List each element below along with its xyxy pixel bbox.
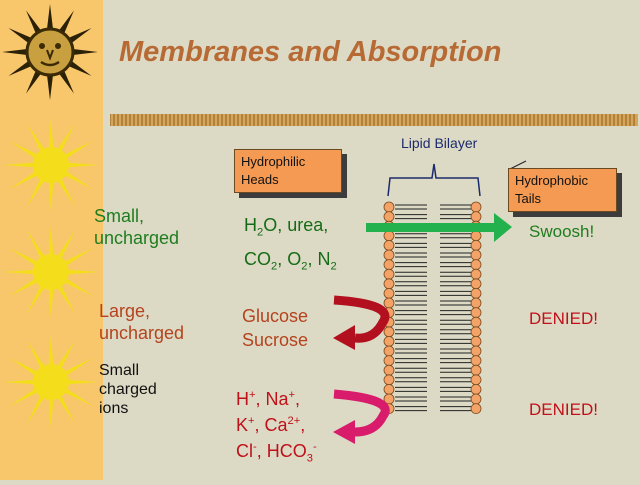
- molecule-line: H2O, urea,: [244, 215, 329, 239]
- sun-face-icon: [2, 4, 98, 100]
- tails-pointer: [509, 160, 527, 170]
- category-line: Large,: [99, 301, 151, 321]
- category-line: uncharged: [94, 228, 180, 248]
- phospholipid-rows: [383, 201, 482, 415]
- sun-icon: [3, 224, 99, 320]
- large-molecules: Glucose Sucrose: [242, 304, 308, 352]
- phospholipid-pair: [383, 393, 482, 405]
- phospholipid-pair: [383, 259, 482, 271]
- sun-icon: [3, 334, 99, 430]
- phospholipid-pair: [383, 297, 482, 309]
- box-line: Tails: [515, 191, 542, 206]
- title-rule: [110, 114, 638, 126]
- phospholipid-pair: [383, 201, 482, 213]
- phospholipid-pair: [383, 374, 482, 386]
- phospholipid-pair: [383, 230, 482, 242]
- bilayer-label: Lipid Bilayer: [401, 135, 478, 151]
- phospholipid-pair: [383, 345, 482, 357]
- molecule-line: Sucrose: [242, 330, 309, 350]
- phospholipid-pair: [383, 278, 482, 290]
- phospholipid-pair: [383, 335, 482, 347]
- hydrophobic-tails-box: Hydrophobic Tails: [508, 168, 617, 212]
- phospholipid-pair: [383, 239, 482, 251]
- box-line: Hydrophilic: [241, 154, 306, 169]
- phospholipid-pair: [383, 383, 482, 395]
- small-molecules: H2O, urea, CO2, O2, N2: [244, 212, 337, 279]
- phospholipid-pair: [383, 211, 482, 223]
- phospholipid-pair: [383, 403, 482, 415]
- box-line: Heads: [241, 172, 279, 187]
- slide-title: Membranes and Absorption: [119, 36, 502, 68]
- ion-line: H+, Na+,: [236, 389, 301, 409]
- molecule-line: Glucose: [242, 306, 309, 326]
- ion-line: K+, Ca2+,: [236, 415, 306, 435]
- category-small-uncharged: Small, uncharged: [94, 205, 179, 249]
- magenta-arrow: [333, 389, 390, 444]
- category-large-uncharged: Large, uncharged: [99, 300, 184, 344]
- phospholipid-pair: [383, 249, 482, 261]
- green-arrow: [366, 213, 512, 242]
- category-line: uncharged: [99, 323, 185, 343]
- category-line: ions: [99, 400, 129, 417]
- molecule-line: CO2, O2, N2: [244, 248, 337, 273]
- category-line: charged: [99, 381, 157, 398]
- hydrophilic-heads-box: Hydrophilic Heads: [234, 149, 342, 193]
- category-line: Small,: [94, 206, 145, 226]
- phospholipid-pair: [383, 316, 482, 328]
- category-small-charged-ions: Small charged ions: [99, 361, 157, 418]
- box-line: Hydrophobic: [515, 173, 588, 188]
- result-swoosh: Swoosh!: [529, 222, 595, 241]
- ion-line: Cl-, HCO3-: [236, 441, 317, 465]
- phospholipid-pair: [383, 326, 482, 338]
- phospholipid-pair: [383, 287, 482, 299]
- result-denied-ions: DENIED!: [529, 400, 598, 419]
- phospholipid-pair: [383, 307, 482, 319]
- ion-list: H+, Na+, K+, Ca2+, Cl-, HCO3-: [236, 384, 317, 470]
- phospholipid-pair: [383, 364, 482, 376]
- sun-decorations: [2, 4, 99, 430]
- bilayer-brace: [387, 163, 481, 197]
- red-arrow: [333, 295, 390, 350]
- sidebar-decoration: [0, 0, 103, 480]
- phospholipid-pair: [383, 355, 482, 367]
- phospholipid-pair: [383, 268, 482, 280]
- sun-icon: [3, 117, 99, 213]
- category-line: Small: [99, 362, 140, 379]
- result-denied-large: DENIED!: [529, 309, 598, 328]
